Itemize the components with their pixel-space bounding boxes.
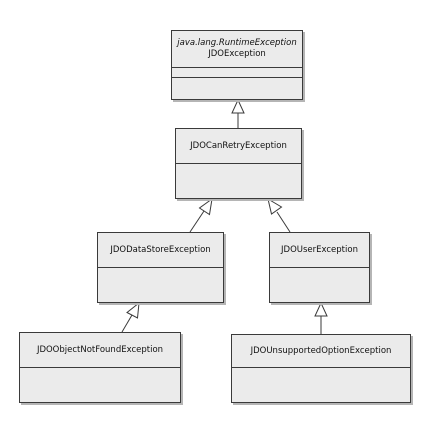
class-body (232, 368, 410, 402)
class-body (20, 368, 180, 402)
class-name: JDOUnsupportedOptionException (250, 345, 392, 356)
class-jdo-object-not-found-exception: JDOObjectNotFoundException (19, 332, 181, 403)
class-name: JDOObjectNotFoundException (36, 344, 164, 355)
class-body (270, 268, 369, 302)
class-header: JDOUnsupportedOptionException (232, 335, 410, 368)
class-jdo-exception: java.lang.RuntimeException JDOException (171, 30, 303, 100)
inheritance-arrow-datastore (126, 301, 140, 319)
superclass-label: java.lang.RuntimeException (177, 38, 297, 48)
class-body (98, 268, 223, 302)
inheritance-arrow-jdoexception (231, 98, 245, 114)
attributes-compartment (172, 68, 302, 78)
class-header: JDOCanRetryException (176, 129, 301, 164)
class-header: JDOObjectNotFoundException (20, 333, 180, 368)
class-jdo-can-retry-exception: JDOCanRetryException (175, 128, 302, 199)
class-header: JDODataStoreException (98, 233, 223, 268)
inheritance-arrow-canretry-left (198, 197, 213, 216)
connector-datastore-to-canretry (189, 210, 205, 233)
class-header: java.lang.RuntimeException JDOException (172, 31, 302, 68)
inheritance-arrow-canretry-right (267, 197, 283, 215)
connector-objectnotfound-to-datastore (121, 314, 133, 333)
class-jdo-user-exception: JDOUserException (269, 232, 370, 303)
class-name: JDOCanRetryException (190, 140, 287, 151)
connector-user-to-canretry (276, 211, 291, 233)
class-header: JDOUserException (270, 233, 369, 268)
class-name: JDOException (208, 49, 266, 59)
class-body (176, 164, 301, 198)
operations-compartment (172, 78, 302, 99)
class-jdo-data-store-exception: JDODataStoreException (97, 232, 224, 303)
class-jdo-unsupported-option-exception: JDOUnsupportedOptionException (231, 334, 411, 403)
class-name: JDOUserException (281, 244, 358, 255)
class-name: JDODataStoreException (110, 244, 211, 255)
inheritance-arrow-user (314, 301, 328, 317)
